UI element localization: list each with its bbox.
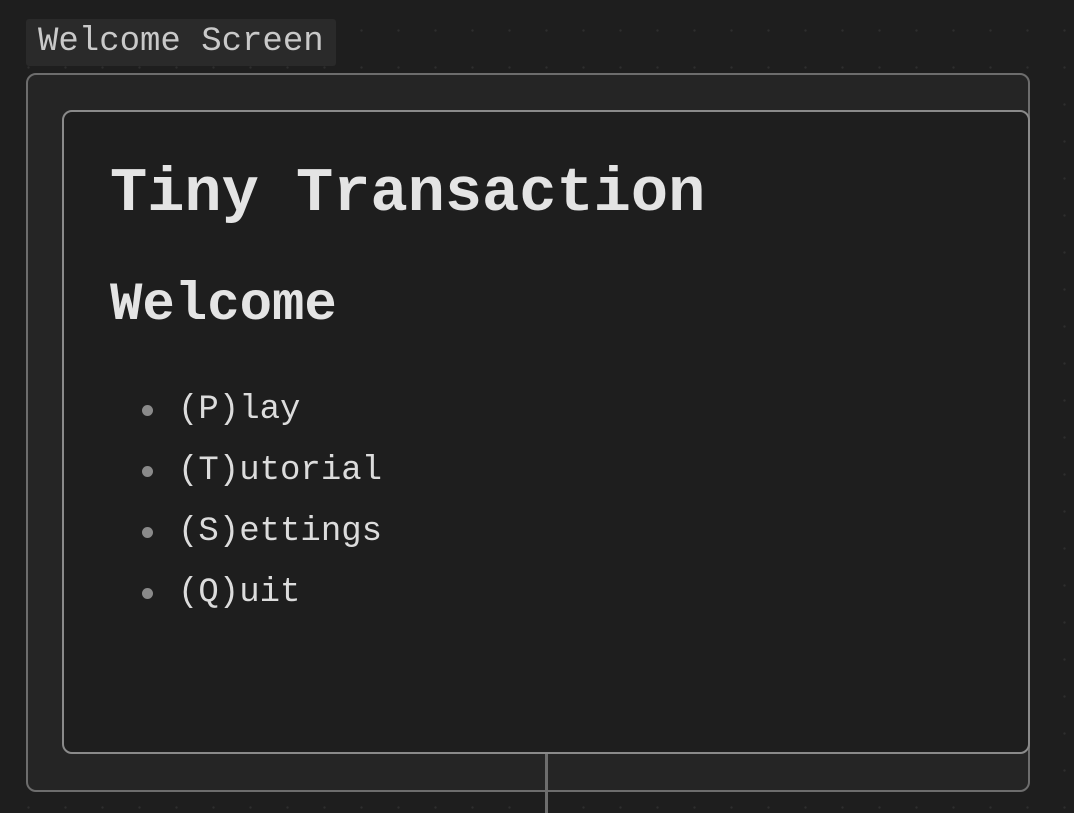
bullet-icon — [142, 405, 153, 416]
menu-item-label: (P)lay — [178, 391, 301, 429]
menu-item-label: (S)ettings — [178, 513, 383, 551]
menu-item-settings[interactable]: (S)ettings — [140, 502, 382, 563]
bullet-icon — [142, 588, 153, 599]
bullet-icon — [142, 466, 153, 477]
menu-item-quit[interactable]: (Q)uit — [140, 563, 382, 624]
menu-item-label: (T)utorial — [178, 452, 383, 490]
bullet-icon — [142, 527, 153, 538]
menu-item-label: (Q)uit — [178, 574, 301, 612]
welcome-panel — [62, 110, 1030, 754]
main-menu: (P)lay (T)utorial (S)ettings (Q)uit — [140, 380, 382, 624]
app-title: Tiny Transaction — [110, 158, 706, 229]
screen-heading: Welcome — [110, 275, 337, 336]
menu-item-play[interactable]: (P)lay — [140, 380, 382, 441]
connector-line — [545, 753, 548, 813]
menu-item-tutorial[interactable]: (T)utorial — [140, 441, 382, 502]
screen-tab[interactable]: Welcome Screen — [26, 19, 336, 66]
